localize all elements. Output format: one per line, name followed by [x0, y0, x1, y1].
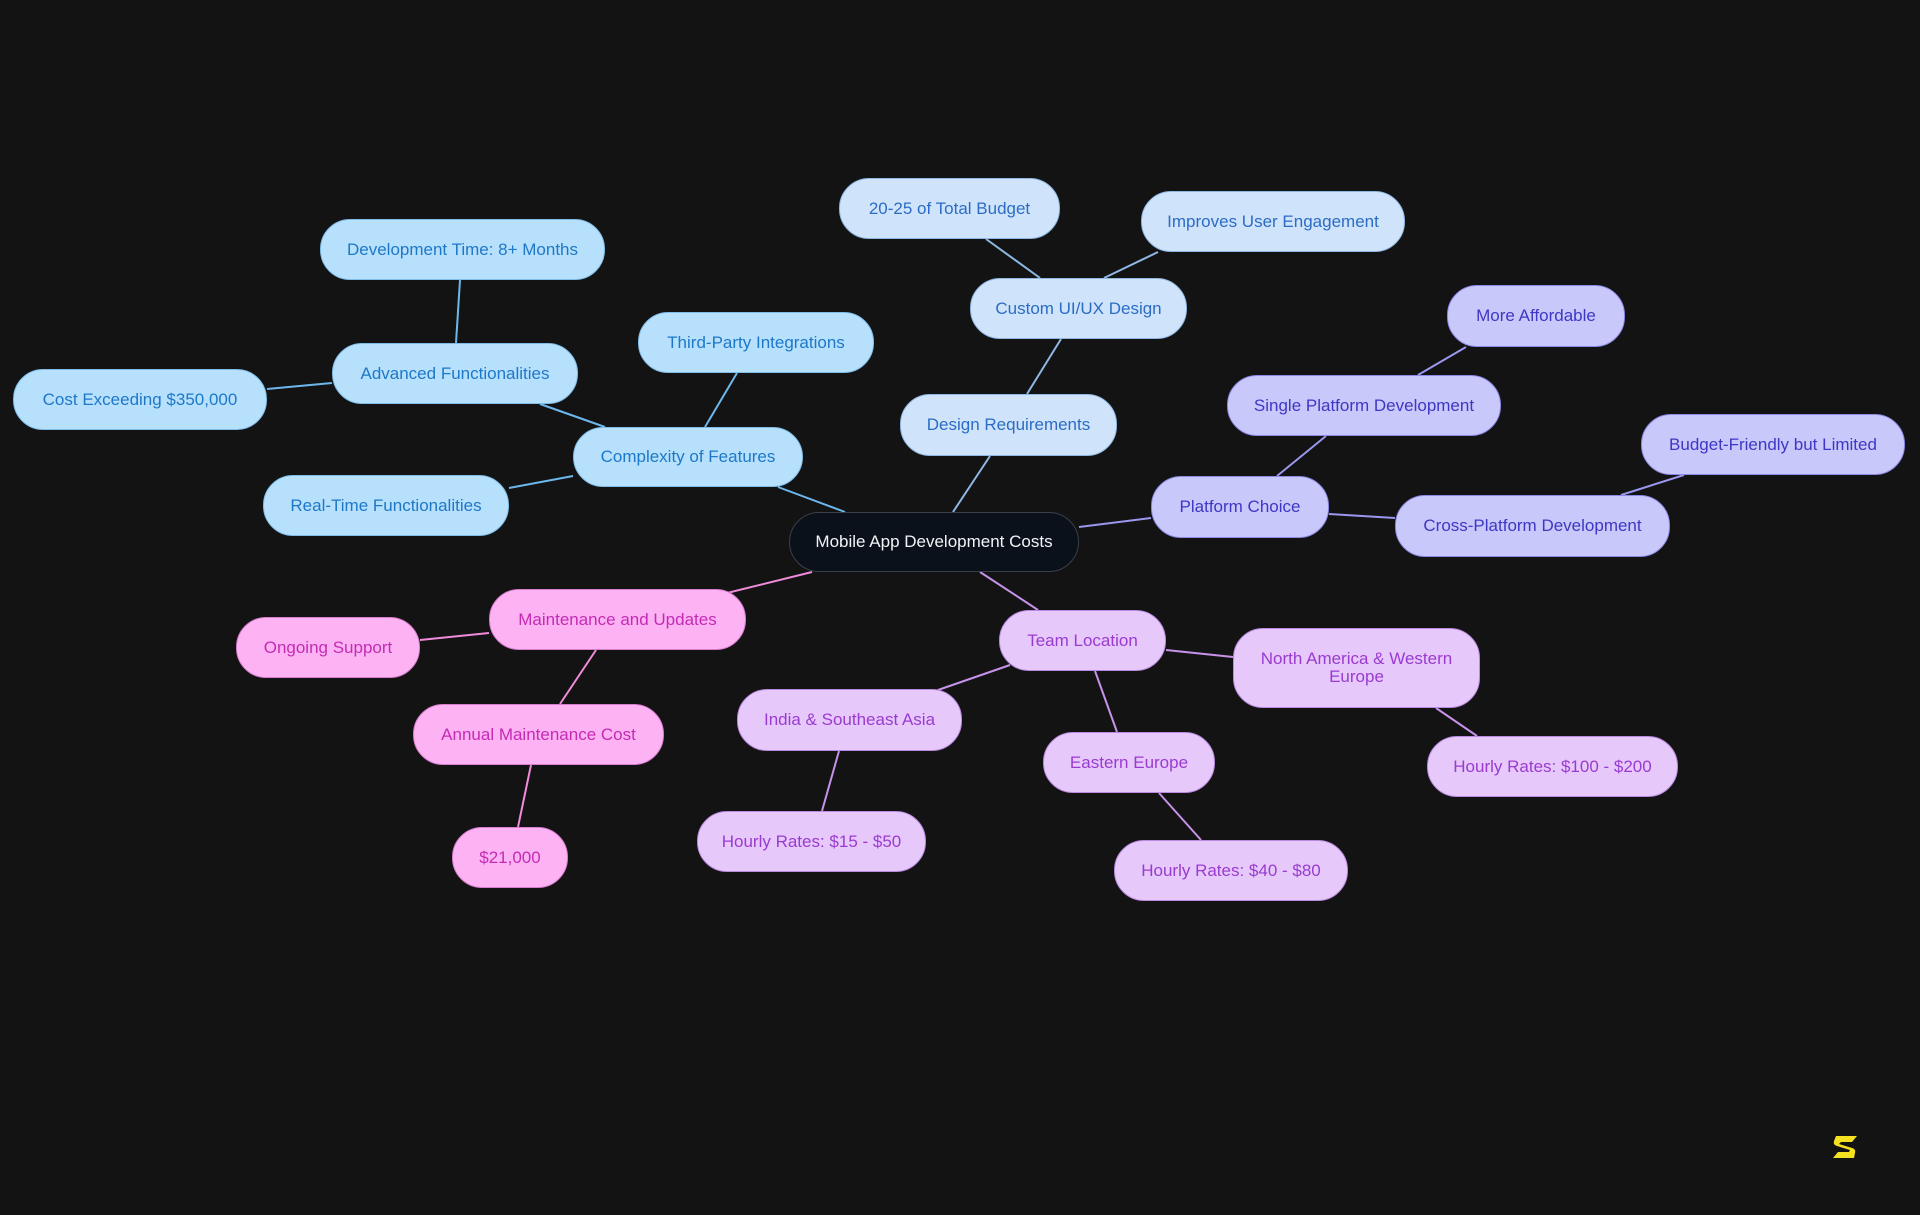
edge-root-design	[952, 455, 991, 513]
edge-advanced-cost350	[266, 382, 333, 390]
node-label: Ongoing Support	[263, 637, 393, 657]
node-label: Hourly Rates: $40 - $80	[1141, 860, 1321, 880]
mindmap-node-cost350[interactable]: Cost Exceeding $350,000	[13, 369, 267, 430]
mindmap-node-engagement[interactable]: Improves User Engagement	[1141, 191, 1405, 252]
edge-complexity-thirdparty	[704, 372, 738, 428]
node-label: Hourly Rates: $15 - $50	[721, 831, 902, 851]
node-label: Design Requirements	[926, 415, 1091, 434]
edge-annual-cost21k	[517, 764, 532, 828]
edge-team-northam	[1165, 649, 1234, 658]
mindmap-node-advanced[interactable]: Advanced Functionalities	[332, 343, 578, 404]
mindmap-node-complexity[interactable]: Complexity of Features	[573, 427, 803, 487]
mindmap-node-rate1550[interactable]: Hourly Rates: $15 - $50	[697, 811, 926, 872]
edge-root-complexity	[777, 486, 846, 513]
edge-advanced-devtime	[455, 279, 461, 344]
mindmap-node-northam[interactable]: North America & Western Europe	[1233, 628, 1480, 708]
mindmap-node-budgetfriendly[interactable]: Budget-Friendly but Limited	[1641, 414, 1905, 475]
node-label: Complexity of Features	[600, 447, 776, 466]
node-label: Single Platform Development	[1253, 395, 1475, 415]
mindmap-node-annual[interactable]: Annual Maintenance Cost	[413, 704, 664, 765]
node-label: Budget-Friendly but Limited	[1669, 434, 1877, 454]
edge-complexity-advanced	[539, 403, 606, 428]
edge-complexity-realtime	[508, 475, 574, 489]
mindmap-node-eastern[interactable]: Eastern Europe	[1043, 732, 1215, 793]
edge-platform-cross	[1328, 513, 1396, 519]
edge-root-maintenance	[726, 571, 813, 594]
mindmap-node-ongoing[interactable]: Ongoing Support	[236, 617, 420, 678]
mindmap-node-platform[interactable]: Platform Choice	[1151, 476, 1329, 538]
mindmap-node-design[interactable]: Design Requirements	[900, 394, 1117, 456]
brand-logo-icon	[1833, 1136, 1857, 1158]
edge-single-affordable	[1417, 346, 1467, 376]
edge-india-rate1550	[821, 750, 840, 812]
node-label: Mobile App Development Costs	[815, 532, 1053, 551]
node-label: Maintenance and Updates	[518, 609, 717, 629]
node-label: Eastern Europe	[1069, 752, 1189, 772]
node-label: 20-25 of Total Budget	[868, 198, 1031, 218]
node-label: Team Location	[1027, 630, 1138, 650]
mindmap-node-cross[interactable]: Cross-Platform Development	[1395, 495, 1670, 557]
node-label: North America & Western Europe	[1260, 649, 1453, 686]
node-label: Hourly Rates: $100 - $200	[1453, 756, 1652, 776]
node-label: Custom UI/UX Design	[995, 298, 1162, 318]
node-label: Platform Choice	[1179, 497, 1301, 516]
mindmap-node-cost21k[interactable]: $21,000	[452, 827, 568, 888]
mindmap-node-team[interactable]: Team Location	[999, 610, 1166, 671]
edge-maintenance-ongoing	[419, 632, 490, 641]
edge-design-customui	[1026, 338, 1062, 395]
mindmap-node-budget2025[interactable]: 20-25 of Total Budget	[839, 178, 1060, 239]
edge-cross-budgetfriendly	[1620, 474, 1685, 496]
edge-platform-single	[1276, 435, 1327, 477]
mindmap-node-devtime[interactable]: Development Time: 8+ Months	[320, 219, 605, 280]
node-label: More Affordable	[1476, 306, 1596, 325]
edge-eastern-rate4080	[1158, 792, 1202, 841]
node-label: Cost Exceeding $350,000	[42, 389, 238, 409]
mindmap-node-india[interactable]: India & Southeast Asia	[737, 689, 962, 751]
node-label: Improves User Engagement	[1167, 211, 1379, 231]
node-label: Real-Time Functionalities	[290, 495, 482, 515]
node-label: Third-Party Integrations	[667, 332, 845, 352]
edge-team-eastern	[1094, 670, 1118, 733]
mindmap-node-rate100200[interactable]: Hourly Rates: $100 - $200	[1427, 736, 1678, 797]
edge-root-platform	[1078, 517, 1152, 528]
edge-customui-engagement	[1103, 251, 1159, 279]
node-label: Advanced Functionalities	[360, 363, 550, 383]
node-label: Development Time: 8+ Months	[346, 239, 579, 259]
edge-customui-budget2025	[985, 238, 1041, 279]
edge-maintenance-annual	[559, 649, 597, 705]
mindmap-node-thirdparty[interactable]: Third-Party Integrations	[638, 312, 874, 373]
mindmap-node-rate4080[interactable]: Hourly Rates: $40 - $80	[1114, 840, 1348, 901]
node-label: $21,000	[479, 847, 541, 867]
edge-team-india	[937, 664, 1011, 691]
edge-northam-rate100200	[1435, 707, 1478, 737]
edge-root-team	[979, 571, 1039, 611]
root-node[interactable]: Mobile App Development Costs	[789, 512, 1079, 572]
node-label: Annual Maintenance Cost	[441, 724, 636, 744]
mindmap-node-single[interactable]: Single Platform Development	[1227, 375, 1501, 436]
mindmap-node-customui[interactable]: Custom UI/UX Design	[970, 278, 1187, 339]
mindmap-node-affordable[interactable]: More Affordable	[1447, 285, 1625, 347]
node-label: Cross-Platform Development	[1423, 516, 1642, 535]
mindmap-node-maintenance[interactable]: Maintenance and Updates	[489, 589, 746, 650]
node-label: India & Southeast Asia	[763, 710, 936, 729]
mindmap-node-realtime[interactable]: Real-Time Functionalities	[263, 475, 509, 536]
